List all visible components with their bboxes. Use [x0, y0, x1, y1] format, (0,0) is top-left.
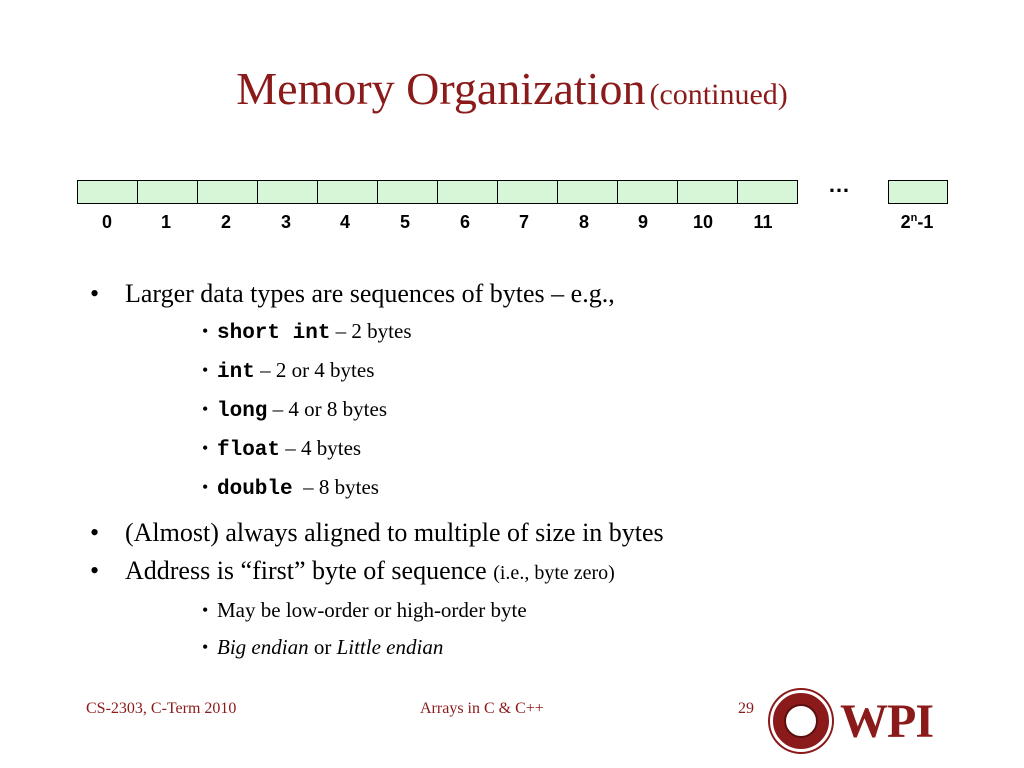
last-index-tail: -1 — [917, 212, 934, 232]
sub-bullet-item: int – 2 or 4 bytes — [90, 352, 984, 391]
memory-index: 11 — [753, 212, 773, 232]
type-size: – 4 or 8 bytes — [267, 397, 387, 421]
sub-bullet-item: long – 4 or 8 bytes — [90, 391, 984, 430]
slide-title: Memory Organization (continued) — [0, 62, 1024, 115]
bullet-note: (i.e., byte zero) — [493, 562, 615, 584]
memory-cell — [257, 180, 317, 204]
sub-bullet-item: short int – 2 bytes — [90, 313, 984, 352]
last-index-base: 2 — [900, 212, 911, 232]
memory-index: 5 — [399, 212, 410, 232]
big-endian-term: Big endian — [217, 635, 309, 659]
bullet-item: Address is “first” byte of sequence (i.e… — [90, 552, 984, 592]
type-size: – 2 bytes — [330, 319, 412, 343]
memory-index: 6 — [459, 212, 470, 232]
memory-ellipsis: … — [828, 172, 850, 197]
bullet-text: Address is “first” byte of sequence — [125, 556, 487, 585]
type-name: long — [217, 400, 268, 423]
memory-cell — [497, 180, 557, 204]
memory-index: 0 — [101, 212, 112, 232]
memory-cell — [137, 180, 197, 204]
memory-cell — [677, 180, 737, 204]
type-size: – 8 bytes — [292, 475, 379, 499]
memory-index-last: 2n-1 — [887, 212, 947, 233]
memory-index: 2 — [220, 212, 231, 232]
title-suffix: (continued) — [649, 78, 788, 111]
type-name: float — [217, 439, 281, 462]
seal-shield — [784, 704, 818, 738]
memory-index: 4 — [339, 212, 350, 232]
memory-index: 10 — [692, 212, 714, 232]
type-name: int — [217, 361, 255, 384]
memory-index: 1 — [160, 212, 171, 232]
memory-cell — [197, 180, 257, 204]
footer-page-number: 29 — [738, 700, 754, 717]
sub-bullet-item: float – 4 bytes — [90, 430, 984, 469]
sub-bullet-item: Big endian or Little endian — [90, 629, 984, 666]
memory-cell-last — [888, 180, 948, 204]
or-text: or — [308, 635, 337, 659]
footer-topic: Arrays in C & C++ — [420, 700, 544, 717]
wpi-wordmark: WPI — [840, 694, 934, 748]
sub-bullet-item: May be low-order or high-order byte — [90, 592, 984, 629]
memory-index: 9 — [637, 212, 648, 232]
little-endian-term: Little endian — [336, 635, 444, 659]
memory-cell — [557, 180, 617, 204]
wpi-seal-icon — [770, 690, 832, 752]
memory-cell — [77, 180, 137, 204]
bullet-list: Larger data types are sequences of bytes… — [90, 275, 984, 666]
memory-index: 3 — [280, 212, 291, 232]
type-name: short int — [217, 322, 331, 345]
wpi-logo: WPI — [770, 690, 934, 752]
type-name: double — [217, 478, 293, 501]
memory-cell — [437, 180, 497, 204]
footer-course: CS-2303, C-Term 2010 — [86, 700, 237, 717]
memory-cell — [617, 180, 677, 204]
sub-bullet-item: double – 8 bytes — [90, 469, 984, 508]
last-index-exponent: n — [910, 212, 918, 224]
memory-cell — [377, 180, 437, 204]
memory-index: 7 — [518, 212, 529, 232]
bullet-item: Larger data types are sequences of bytes… — [90, 275, 984, 313]
memory-cell — [737, 180, 798, 204]
type-size: – 4 bytes — [280, 436, 362, 460]
bullet-item: (Almost) always aligned to multiple of s… — [90, 514, 984, 552]
type-size: – 2 or 4 bytes — [254, 358, 375, 382]
memory-index: 8 — [578, 212, 589, 232]
memory-cell — [317, 180, 377, 204]
title-main: Memory Organization — [236, 63, 646, 114]
memory-cells — [77, 180, 798, 204]
